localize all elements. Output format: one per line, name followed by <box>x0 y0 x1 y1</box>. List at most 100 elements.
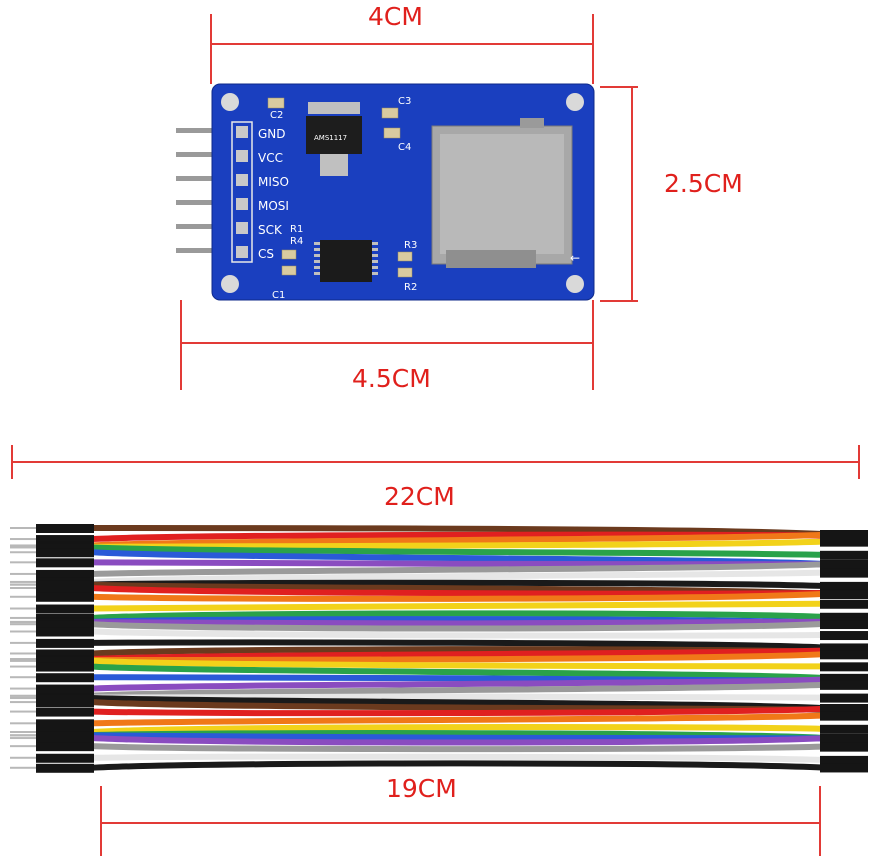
jumper-wire <box>91 753 823 763</box>
jumper-wire <box>91 760 823 771</box>
jumper-wire <box>91 610 823 621</box>
jumper-wire <box>91 705 823 717</box>
jumper-wire <box>91 676 823 692</box>
male-connector <box>36 543 94 553</box>
jumper-wire <box>91 561 823 577</box>
dim-4cm-right-tick <box>592 14 594 84</box>
regulator-chip <box>306 102 362 176</box>
male-connector <box>36 620 94 630</box>
component-labels: C2 C3 C4 R1 R4 R3 R2 C1 AMS1117 <box>270 96 417 301</box>
connector-pin <box>10 572 36 575</box>
jumper-wire <box>91 723 823 735</box>
female-connector <box>820 620 868 630</box>
label-c4: C4 <box>398 142 411 153</box>
male-connector <box>36 649 94 659</box>
connector-pin <box>10 734 36 737</box>
male-connector <box>36 698 94 708</box>
label-r4: R4 <box>290 236 303 247</box>
dim-19cm-right-tick <box>819 786 821 856</box>
connector-pin <box>10 697 36 700</box>
dim-22cm-label: 22CM <box>384 482 455 511</box>
connector-pin <box>10 544 36 547</box>
jumper-wire <box>91 525 823 537</box>
male-connector <box>36 684 94 694</box>
male-connector <box>36 558 94 568</box>
connector-pin <box>10 621 36 624</box>
male-connector <box>36 742 94 752</box>
label-r1: R1 <box>290 224 303 235</box>
pin-label-sck: SCK <box>258 223 283 237</box>
connector-pin <box>10 745 36 748</box>
female-connector <box>820 662 868 672</box>
female-connector <box>820 704 868 714</box>
dim-4-5cm-label: 4.5CM <box>352 364 431 393</box>
female-connector <box>820 693 868 703</box>
female-connector <box>820 755 868 765</box>
pin-label-gnd: GND <box>258 127 286 141</box>
female-connector <box>820 724 868 734</box>
male-connector <box>36 719 94 729</box>
label-c3: C3 <box>398 96 411 107</box>
female-connector <box>820 537 868 547</box>
male-connector <box>36 656 94 666</box>
right-connectors <box>820 530 868 773</box>
level-shifter-chip <box>314 240 378 282</box>
connector-pin <box>10 623 36 626</box>
connector-pin <box>10 616 36 619</box>
connector-pin <box>10 630 36 633</box>
female-connector <box>820 734 868 744</box>
connector-pin <box>10 561 36 564</box>
connector-pin <box>10 687 36 690</box>
jumper-wire <box>91 621 823 632</box>
male-connector <box>36 535 94 545</box>
jumper-wire <box>91 531 823 549</box>
dim-2-5cm-top-tick <box>600 86 638 88</box>
jumper-wire <box>91 600 823 612</box>
male-connector <box>36 548 94 558</box>
female-connector <box>820 612 868 622</box>
dim-22cm-line <box>11 461 860 463</box>
connector-pin <box>10 551 36 554</box>
jumper-wire <box>91 657 823 670</box>
male-connector <box>36 569 94 579</box>
connector-pin <box>10 756 36 759</box>
pin-label-mosi: MOSI <box>258 199 289 213</box>
jumper-wire <box>91 732 823 742</box>
female-connector <box>820 711 868 721</box>
female-connector <box>820 742 868 752</box>
connector-pin <box>10 722 36 725</box>
pin-labels: GND VCC MISO MOSI SCK CS <box>258 127 289 261</box>
female-connector <box>820 675 868 685</box>
wire-bundle <box>91 525 823 771</box>
male-connector <box>36 604 94 614</box>
female-connector <box>820 631 868 641</box>
connector-pin <box>10 710 36 713</box>
jumper-wire <box>91 743 823 753</box>
pin-label-vcc: VCC <box>258 151 283 165</box>
jumper-wire <box>91 712 823 727</box>
label-c1: C1 <box>272 290 285 301</box>
male-connector <box>36 707 94 717</box>
female-connector <box>820 560 868 570</box>
connector-pin <box>10 652 36 655</box>
dim-4cm-left-tick <box>210 14 212 84</box>
male-connector <box>36 638 94 648</box>
connector-pin <box>10 676 36 679</box>
jumper-wire <box>91 681 823 699</box>
dim-4-5cm-right-tick <box>592 300 594 390</box>
female-connector <box>820 599 868 609</box>
dim-19cm-left-tick <box>100 786 102 856</box>
male-connector <box>36 753 94 763</box>
male-connector <box>36 763 94 773</box>
female-connector <box>820 680 868 690</box>
connector-pin <box>10 701 36 704</box>
jumper-wire <box>91 569 823 585</box>
female-connector <box>820 763 868 773</box>
pin-label-cs: CS <box>258 247 274 261</box>
jumper-wire <box>91 735 823 746</box>
connector-pin <box>10 546 36 549</box>
dim-4-5cm-left-tick <box>180 300 182 390</box>
label-c2: C2 <box>270 110 283 121</box>
dim-2-5cm-line <box>631 86 633 302</box>
